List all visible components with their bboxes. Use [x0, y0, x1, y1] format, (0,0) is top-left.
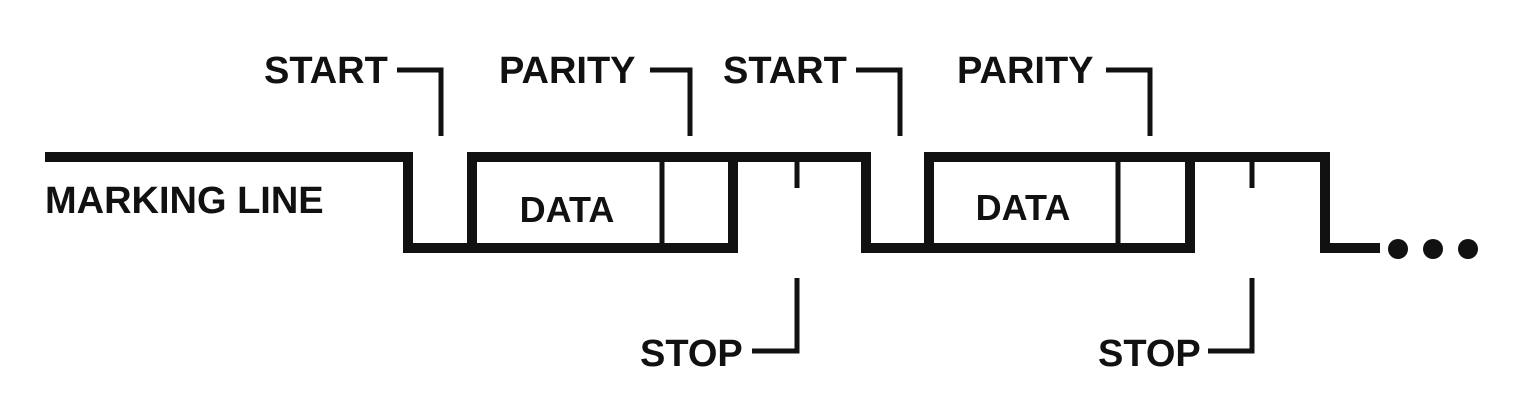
stop-callout-2: STOP — [1098, 278, 1255, 375]
data-label-1: DATA — [520, 189, 615, 230]
start-label-2: START — [723, 50, 847, 92]
stop-label-1: STOP — [640, 333, 743, 375]
signal-waveform — [45, 152, 1380, 253]
start-callout-1: START — [264, 50, 444, 136]
parity-callout-2: PARITY — [957, 50, 1153, 136]
start-label-1: START — [264, 50, 388, 92]
stop-callout-1: STOP — [640, 278, 800, 375]
stop-label-2: STOP — [1098, 333, 1201, 375]
start-callout-2: START — [723, 50, 903, 136]
parity-label-2: PARITY — [957, 50, 1094, 92]
parity-label-1: PARITY — [499, 50, 636, 92]
marking-line-label: MARKING LINE — [45, 180, 324, 222]
data-label-2: DATA — [976, 187, 1071, 228]
continuation-dots — [1388, 239, 1478, 259]
parity-callout-1: PARITY — [499, 50, 693, 136]
